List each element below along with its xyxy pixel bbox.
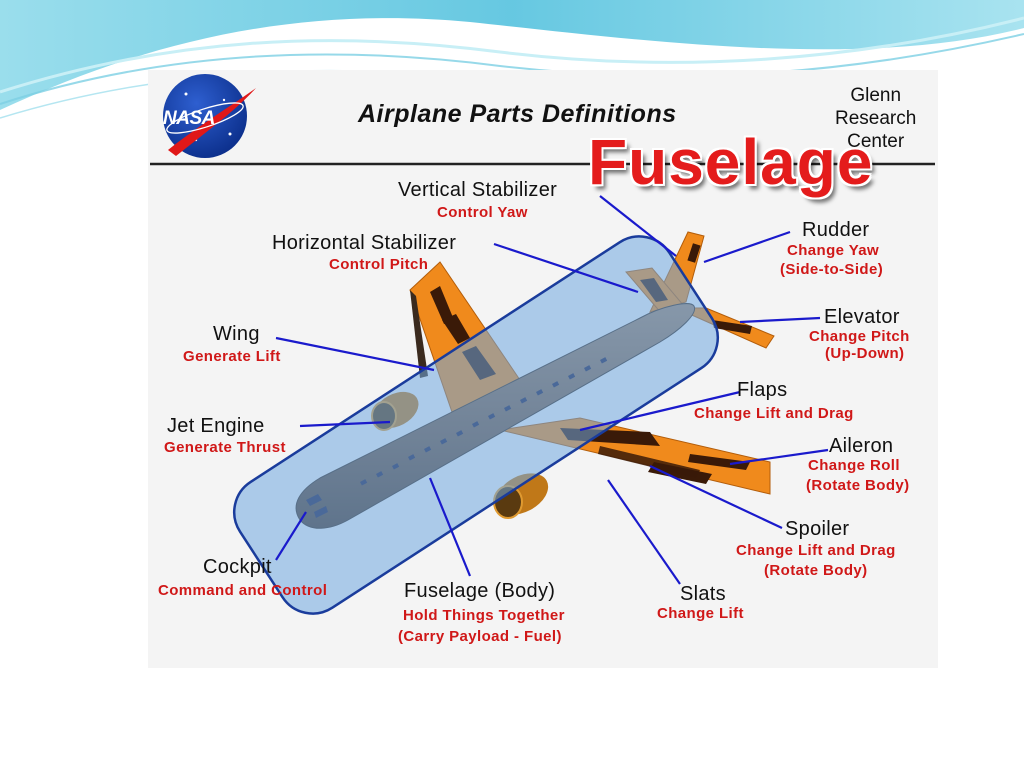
elevator-desc-1: Change Pitch bbox=[809, 328, 910, 345]
nasa-logo-text: NASA bbox=[163, 108, 215, 129]
research-center-line-3: Center bbox=[847, 131, 905, 152]
fuselage-label: Fuselage (Body) bbox=[404, 580, 556, 602]
jet-engine-desc: Generate Thrust bbox=[164, 439, 286, 456]
rudder-desc-2: (Side-to-Side) bbox=[780, 261, 884, 278]
leader-lines bbox=[275, 195, 829, 585]
aileron-desc-2: (Rotate Body) bbox=[806, 477, 910, 494]
flaps-desc: Change Lift and Drag bbox=[694, 405, 854, 422]
fuselage-highlight-box bbox=[233, 235, 719, 615]
wing-label: Wing bbox=[213, 323, 260, 345]
vertical-stabilizer-label: Vertical Stabilizer bbox=[398, 179, 558, 201]
fuselage-desc-2: (Carry Payload - Fuel) bbox=[398, 628, 562, 645]
elevator-label: Elevator bbox=[824, 306, 900, 328]
rudder-label: Rudder bbox=[802, 219, 870, 241]
flaps-label: Flaps bbox=[737, 379, 788, 401]
spoiler-desc-2: (Rotate Body) bbox=[764, 562, 868, 579]
nasa-logo bbox=[163, 74, 256, 158]
wing-desc: Generate Lift bbox=[183, 348, 281, 365]
spoiler-label: Spoiler bbox=[785, 518, 850, 540]
slide-heading: Fuselage bbox=[588, 126, 874, 198]
research-center-line-1: Glenn bbox=[850, 85, 902, 106]
research-center-name: Glenn Research Center bbox=[835, 84, 916, 153]
aileron-desc-1: Change Roll bbox=[808, 457, 900, 474]
cockpit-desc: Command and Control bbox=[158, 582, 328, 599]
spoiler-desc-1: Change Lift and Drag bbox=[736, 542, 896, 559]
aileron-label: Aileron bbox=[829, 435, 894, 457]
diagram-title: Airplane Parts Definitions bbox=[358, 100, 677, 128]
jet-engine-label: Jet Engine bbox=[167, 415, 265, 437]
fuselage-desc-1: Hold Things Together bbox=[403, 607, 565, 624]
rudder-desc-1: Change Yaw bbox=[787, 242, 880, 259]
elevator-desc-2: (Up-Down) bbox=[825, 345, 905, 362]
slats-label: Slats bbox=[680, 583, 726, 605]
horizontal-stabilizer-label: Horizontal Stabilizer bbox=[272, 232, 457, 254]
research-center-line-2: Research bbox=[835, 108, 917, 129]
vertical-stabilizer-desc: Control Yaw bbox=[437, 204, 528, 221]
slats-desc: Change Lift bbox=[657, 605, 744, 622]
horizontal-stabilizer-desc: Control Pitch bbox=[329, 256, 429, 273]
cockpit-label: Cockpit bbox=[203, 556, 272, 578]
